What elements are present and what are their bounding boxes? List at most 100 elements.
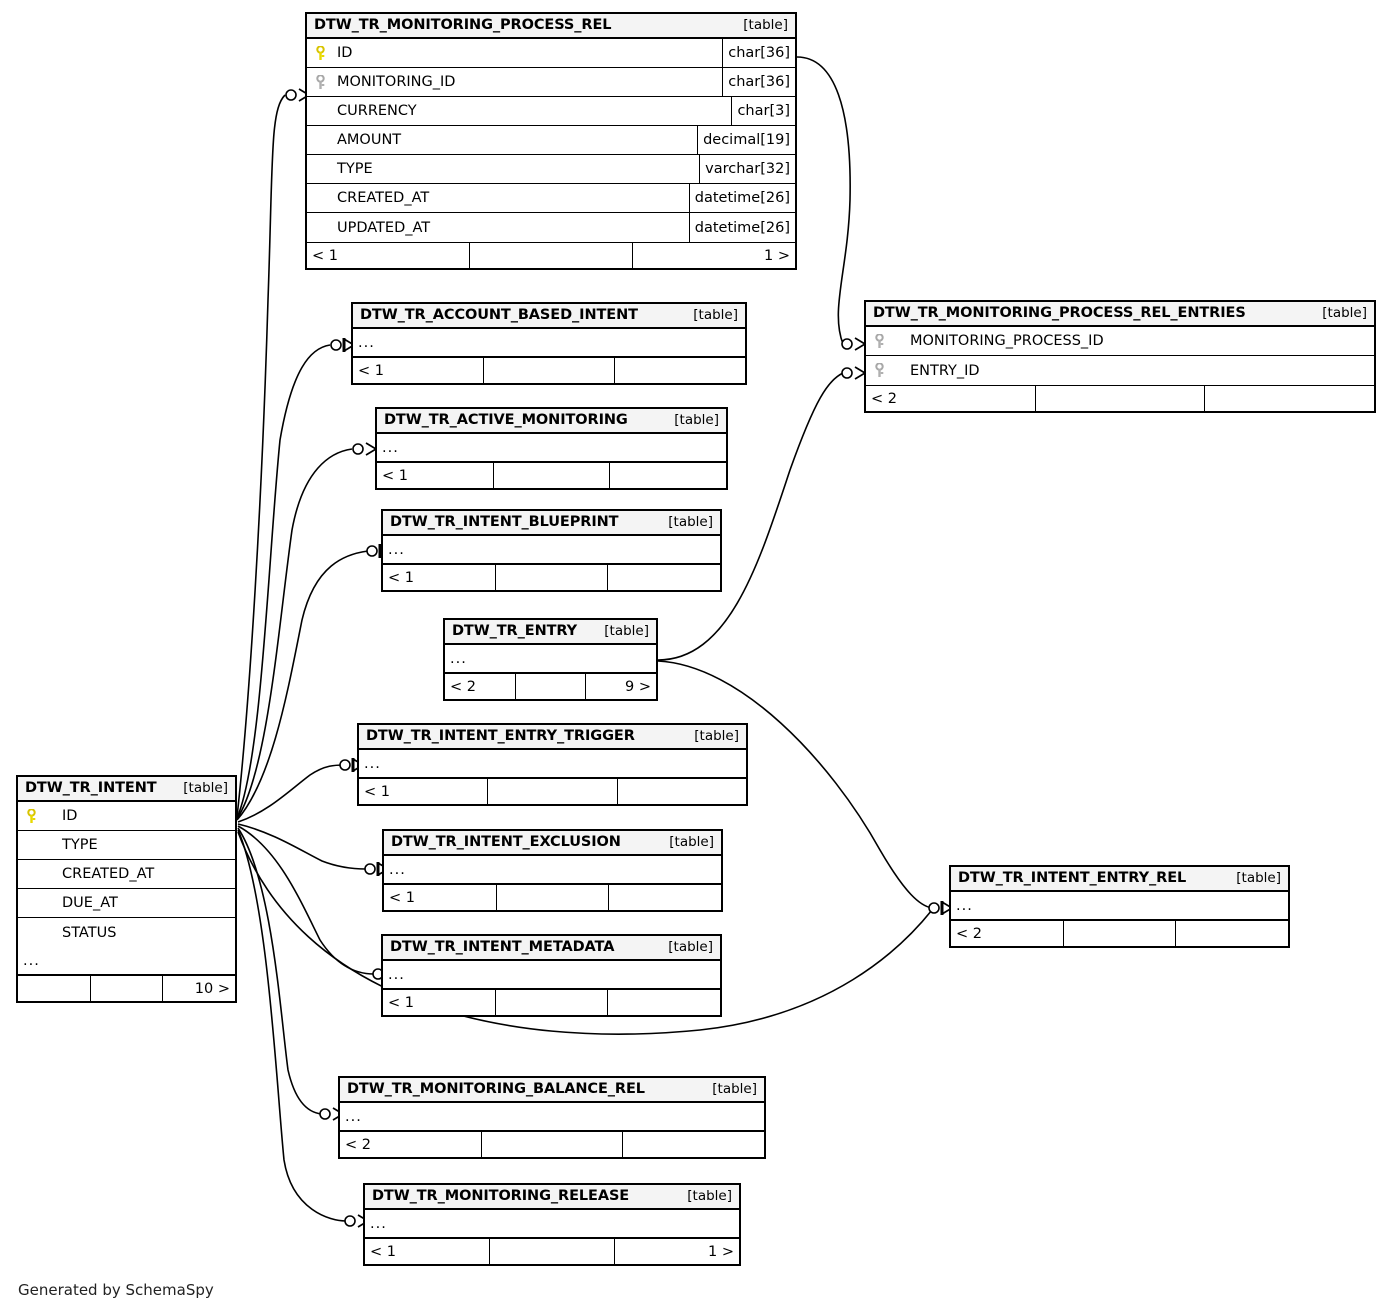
table-row[interactable]: ID <box>18 802 235 831</box>
column-list: ID TYPE CREATED_AT DUE_AT STATUS <box>18 802 235 947</box>
table-footer: < 1 <box>384 884 721 910</box>
table-row[interactable]: DUE_AT <box>18 889 235 918</box>
collapsed-columns-indicator: ... <box>359 750 746 778</box>
table-type-tag: [table] <box>1322 305 1367 321</box>
table-type-tag: [table] <box>743 17 788 33</box>
column-name: CREATED_AT <box>337 190 430 206</box>
footer-incoming-count: < 1 <box>307 243 470 268</box>
table-title: DTW_TR_INTENT <box>25 780 157 796</box>
table-row[interactable]: MONITORING_ID char[36] <box>307 68 795 97</box>
footer-outgoing-count <box>618 779 746 804</box>
table-row[interactable]: TYPE <box>18 831 235 860</box>
table-title: DTW_TR_MONITORING_BALANCE_REL <box>347 1081 645 1097</box>
footer-incoming-count <box>18 976 91 1001</box>
column-type: char[36] <box>722 68 795 96</box>
table-header: DTW_TR_ENTRY [table] <box>445 620 656 645</box>
table-title: DTW_TR_ENTRY <box>452 623 578 639</box>
table-footer: < 1 1 > <box>307 242 795 268</box>
footer-outgoing-count: 10 > <box>194 980 231 997</box>
table-header: DTW_TR_INTENT_BLUEPRINT [table] <box>383 511 720 536</box>
foreign-key-icon <box>866 363 892 378</box>
column-type: varchar[32] <box>699 155 795 183</box>
table-row[interactable]: ENTRY_ID <box>866 356 1374 385</box>
edge-intent-to-intent-entry-trigger <box>237 764 346 823</box>
table-row[interactable]: TYPE varchar[32] <box>307 155 795 184</box>
table-intent-exclusion[interactable]: DTW_TR_INTENT_EXCLUSION [table] ... < 1 <box>382 829 723 912</box>
collapsed-columns-indicator: ... <box>383 536 720 564</box>
footer-outgoing-count <box>608 990 720 1015</box>
table-row[interactable]: CURRENCY char[3] <box>307 97 795 126</box>
column-name: TYPE <box>337 161 373 177</box>
table-footer: 10 > <box>18 975 235 1001</box>
edge-intent-to-active-monitoring <box>236 448 353 820</box>
footer-incoming-count: < 2 <box>951 921 1064 946</box>
cardinality-zero-marker <box>344 1215 356 1227</box>
table-monitoring-balance-rel[interactable]: DTW_TR_MONITORING_BALANCE_REL [table] ..… <box>338 1076 766 1159</box>
footer-middle <box>496 990 609 1015</box>
collapsed-columns-indicator: ... <box>951 892 1288 920</box>
edge-intent-to-intent-metadata <box>237 825 375 975</box>
table-intent-entry-rel[interactable]: DTW_TR_INTENT_ENTRY_REL [table] ... < 2 <box>949 865 1290 948</box>
column-type: char[36] <box>722 39 795 67</box>
table-footer: < 1 <box>383 989 720 1015</box>
foreign-key-icon <box>866 333 892 349</box>
footer-incoming-count: < 2 <box>340 1132 482 1157</box>
column-list: MONITORING_PROCESS_ID ENTRY_ID <box>866 327 1374 385</box>
table-footer: < 1 <box>383 564 720 590</box>
table-header: DTW_TR_INTENT_ENTRY_TRIGGER [table] <box>359 725 746 750</box>
table-monitoring-process-rel[interactable]: DTW_TR_MONITORING_PROCESS_REL [table] ID… <box>305 12 797 270</box>
table-active-monitoring[interactable]: DTW_TR_ACTIVE_MONITORING [table] ... < 1 <box>375 407 728 490</box>
table-title: DTW_TR_INTENT_EXCLUSION <box>391 834 621 850</box>
table-row[interactable]: UPDATED_AT datetime[26] <box>307 213 795 242</box>
table-type-tag: [table] <box>669 834 714 850</box>
edge-intent-to-monitoring-release <box>237 829 347 1222</box>
column-name: TYPE <box>62 837 98 853</box>
table-account-based-intent[interactable]: DTW_TR_ACCOUNT_BASED_INTENT [table] ... … <box>351 302 747 385</box>
footer-outgoing-count <box>610 463 726 488</box>
footer-outgoing-count <box>623 1132 764 1157</box>
table-footer: < 1 <box>353 357 745 383</box>
table-intent-blueprint[interactable]: DTW_TR_INTENT_BLUEPRINT [table] ... < 1 <box>381 509 722 592</box>
edge-intent-to-process-rel <box>236 94 286 818</box>
footer-outgoing-count: 1 > <box>708 1243 734 1260</box>
table-intent[interactable]: DTW_TR_INTENT [table] ID TYPE CREATED_AT… <box>16 775 237 1003</box>
footer-outgoing-count <box>1176 921 1288 946</box>
table-row[interactable]: STATUS <box>18 918 235 947</box>
table-intent-metadata[interactable]: DTW_TR_INTENT_METADATA [table] ... < 1 <box>381 934 722 1017</box>
table-type-tag: [table] <box>687 1188 732 1204</box>
cardinality-zero-marker <box>352 443 364 455</box>
footer-middle <box>496 565 609 590</box>
footer-outgoing-count <box>608 565 720 590</box>
column-name: STATUS <box>62 924 117 941</box>
footer-incoming-count: < 1 <box>384 885 497 910</box>
footer-incoming-count: < 1 <box>377 463 494 488</box>
table-row[interactable]: ID char[36] <box>307 39 795 68</box>
column-name: MONITORING_ID <box>337 74 456 90</box>
table-entry[interactable]: DTW_TR_ENTRY [table] ... < 2 9 > <box>443 618 658 701</box>
table-type-tag: [table] <box>712 1081 757 1097</box>
footer-incoming-count: < 2 <box>866 386 1036 411</box>
footer-incoming-count: < 1 <box>359 779 489 804</box>
footer-incoming-count: < 2 <box>445 674 516 699</box>
table-title: DTW_TR_ACTIVE_MONITORING <box>384 412 628 428</box>
column-name: ENTRY_ID <box>910 362 980 379</box>
table-footer: < 1 1 > <box>365 1238 739 1264</box>
table-row[interactable]: CREATED_AT datetime[26] <box>307 184 795 213</box>
collapsed-columns-indicator: ... <box>383 961 720 989</box>
table-row[interactable]: MONITORING_PROCESS_ID <box>866 327 1374 356</box>
table-row[interactable]: AMOUNT decimal[19] <box>307 126 795 155</box>
edge-process-rel-to-entries <box>796 56 851 345</box>
column-type: datetime[26] <box>688 184 795 212</box>
table-header: DTW_TR_MONITORING_PROCESS_REL [table] <box>307 14 795 39</box>
table-title: DTW_TR_INTENT_ENTRY_REL <box>958 870 1187 886</box>
foreign-key-icon <box>307 74 333 90</box>
column-name: ID <box>337 45 353 61</box>
table-header: DTW_TR_INTENT [table] <box>18 777 235 802</box>
table-row[interactable]: CREATED_AT <box>18 860 235 889</box>
table-monitoring-release[interactable]: DTW_TR_MONITORING_RELEASE [table] ... < … <box>363 1183 741 1266</box>
table-header: DTW_TR_ACTIVE_MONITORING [table] <box>377 409 726 434</box>
table-monitoring-process-rel-entries[interactable]: DTW_TR_MONITORING_PROCESS_REL_ENTRIES [t… <box>864 300 1376 413</box>
table-intent-entry-trigger[interactable]: DTW_TR_INTENT_ENTRY_TRIGGER [table] ... … <box>357 723 748 806</box>
column-name: AMOUNT <box>337 132 402 148</box>
cardinality-zero-marker <box>841 367 853 379</box>
